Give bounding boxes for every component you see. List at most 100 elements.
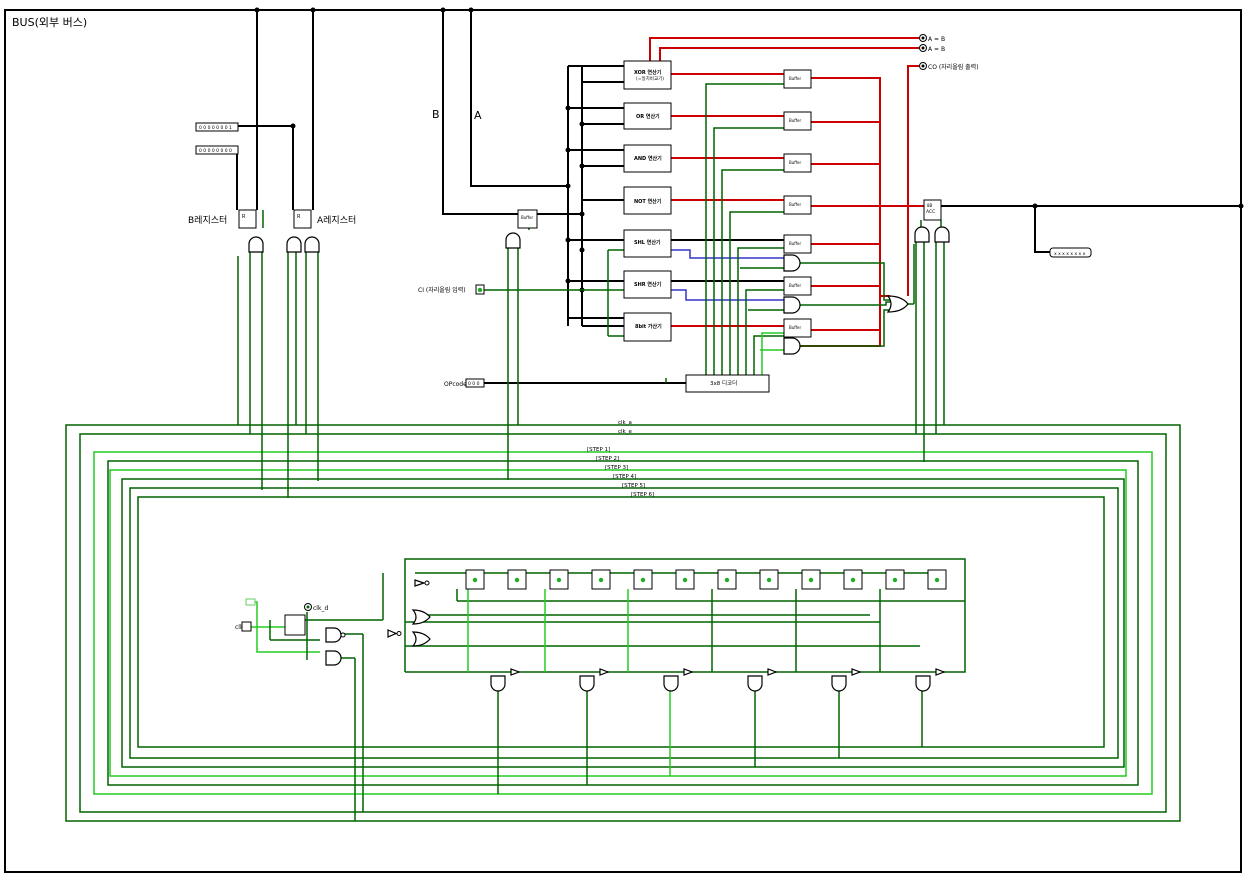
output-a-eq-b-2: A = B bbox=[928, 46, 945, 53]
acc-display bbox=[1049, 247, 1092, 258]
sig-step4: [STEP 4] bbox=[613, 474, 636, 480]
and-gate bbox=[325, 627, 342, 643]
svg-text:R: R bbox=[297, 214, 301, 220]
sig-step2: [STEP 2] bbox=[596, 456, 619, 462]
register-a-input[interactable] bbox=[195, 145, 239, 155]
and-gate bbox=[663, 675, 679, 692]
and-gate bbox=[783, 296, 801, 314]
xor-unit bbox=[623, 60, 672, 90]
and-gate bbox=[490, 675, 506, 692]
not-gate bbox=[387, 629, 398, 638]
not-gate bbox=[851, 668, 862, 676]
or-gate bbox=[886, 295, 909, 313]
and-gate bbox=[934, 226, 950, 243]
sig-clk-a: clk_a bbox=[618, 420, 632, 426]
clock-source[interactable] bbox=[241, 621, 252, 632]
output-carry: CO (자리올림 출력) bbox=[928, 63, 979, 71]
and-gate bbox=[579, 675, 595, 692]
or-unit bbox=[623, 102, 672, 130]
control-wires bbox=[248, 83, 942, 383]
flip-flop-state bbox=[724, 577, 730, 583]
not-gate bbox=[414, 579, 426, 587]
and-gate bbox=[286, 236, 302, 253]
and-gate bbox=[783, 337, 801, 355]
and-gate bbox=[783, 254, 801, 272]
or-gate bbox=[411, 609, 431, 625]
adder-unit-label: 8bit 가산기 bbox=[635, 323, 662, 330]
not-gate bbox=[935, 668, 946, 676]
accumulator: 8B ACC bbox=[923, 199, 942, 221]
b-bus-label: B bbox=[432, 108, 440, 121]
opcode-input-value: 0 0 0 bbox=[468, 381, 480, 387]
and-gate bbox=[747, 675, 763, 692]
flip-flop-state bbox=[514, 577, 520, 583]
svg-text:Buffer: Buffer bbox=[789, 283, 801, 288]
output-a-eq-b: A = B bbox=[928, 36, 945, 43]
register-b: R bbox=[238, 209, 257, 229]
and-gate bbox=[831, 675, 847, 692]
step-input[interactable] bbox=[245, 598, 256, 606]
opcode-label: OPcode bbox=[444, 381, 467, 388]
flip-flop-state bbox=[598, 577, 604, 583]
and-gate bbox=[914, 226, 930, 243]
output-pins: A = B A = B CO (자리올림 출력) bbox=[919, 34, 979, 71]
register-a-input-value: 0 0 0 0 0 0 0 0 bbox=[199, 148, 232, 154]
flip-flop-state bbox=[766, 577, 772, 583]
ci-label: CI (자리올림 입력) bbox=[418, 286, 466, 294]
not-gate bbox=[510, 668, 521, 676]
bus-wires bbox=[5, 9, 1241, 384]
flip-flop-state bbox=[472, 577, 478, 583]
flip-flops bbox=[465, 569, 947, 590]
result-buffers: Buffer Buffer Buffer Buffer Buffer Buffe… bbox=[783, 69, 812, 338]
flip-flop-state bbox=[934, 577, 940, 583]
sig-step6: [STEP 6] bbox=[631, 492, 654, 498]
not-gate bbox=[599, 668, 610, 676]
flip-flop-state bbox=[808, 577, 814, 583]
sequencer-wires bbox=[248, 558, 966, 821]
a-register-label: A레지스터 bbox=[317, 215, 356, 226]
step-gates bbox=[490, 668, 946, 692]
flip-flop-state bbox=[850, 577, 856, 583]
outer-frame bbox=[4, 9, 1242, 873]
register-b-input-value: 0 0 0 0 0 0 0 1 bbox=[199, 125, 232, 131]
control-loops bbox=[65, 242, 1181, 822]
svg-text:Buffer: Buffer bbox=[521, 215, 533, 220]
and-unit-label: AND 연산기 bbox=[634, 155, 662, 162]
acc-display-value: x x x x x x x x bbox=[1054, 252, 1086, 257]
not-unit-label: NOT 연산기 bbox=[634, 198, 662, 205]
a-bus-label: A bbox=[474, 109, 482, 122]
svg-text:R: R bbox=[242, 214, 246, 220]
shr-unit-label: SHR 연산기 bbox=[634, 281, 662, 288]
or-unit-label: OR 연산기 bbox=[636, 113, 660, 120]
or-gate bbox=[411, 631, 431, 647]
shr-unit bbox=[623, 270, 672, 299]
decoder-label: 3x8 디코더 bbox=[710, 379, 737, 387]
bus-buffer: Buffer bbox=[517, 209, 538, 229]
not-unit bbox=[623, 186, 672, 215]
opcode-input[interactable] bbox=[465, 378, 485, 388]
register-b-input[interactable] bbox=[195, 122, 239, 132]
and-gate bbox=[304, 236, 320, 253]
sig-step3: [STEP 3] bbox=[605, 465, 628, 471]
flip-flop-state bbox=[892, 577, 898, 583]
shl-unit bbox=[623, 229, 672, 258]
svg-text:Buffer: Buffer bbox=[789, 241, 801, 246]
and-gate bbox=[915, 675, 931, 692]
and-gate bbox=[505, 232, 521, 249]
alu-units: XOR 연산기 (=일치비교기) OR 연산기 AND 연산기 NOT 연산기 … bbox=[623, 60, 672, 342]
and-unit bbox=[623, 144, 672, 173]
decoder bbox=[685, 374, 770, 393]
flip-flop-state bbox=[682, 577, 688, 583]
sig-clk-e: clk_e bbox=[618, 429, 632, 435]
sig-step5: [STEP 5] bbox=[622, 483, 645, 489]
b-register-label: B레지스터 bbox=[188, 215, 227, 226]
flip-flop-state bbox=[640, 577, 646, 583]
sig-step1: [STEP 1] bbox=[587, 447, 610, 453]
shl-unit-label: SHL 연산기 bbox=[634, 239, 661, 246]
svg-text:Buffer: Buffer bbox=[789, 118, 801, 123]
not-gate bbox=[767, 668, 778, 676]
clk-label: clk bbox=[235, 624, 244, 631]
register-a: R bbox=[293, 209, 312, 229]
svg-text:8B: 8B bbox=[927, 203, 933, 208]
